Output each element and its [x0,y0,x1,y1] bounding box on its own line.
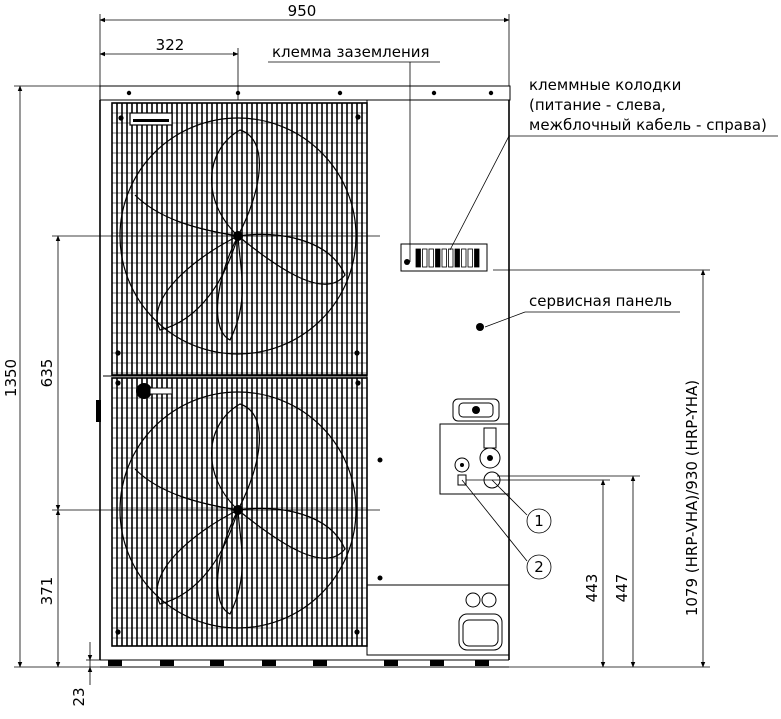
dim-447: 447 [613,574,631,603]
upper-fan-grille [111,102,368,376]
dimension-lines [14,14,710,685]
lower-fan-grille [111,377,368,647]
label-terminal-blocks-1: клеммные колодки [529,76,681,94]
service-panel-screw [476,323,484,331]
dim-1350: 1350 [2,359,20,397]
dim-950: 950 [288,2,317,20]
dim-322: 322 [156,36,185,54]
dim-panel-height: 1079 (HRP-VHA)/930 (HRP-YHA) [683,380,701,616]
dim-635: 635 [38,359,56,388]
label-terminal-blocks-3: межблочный кабель - справа) [529,116,767,134]
dim-371: 371 [38,577,56,606]
feet [100,659,509,668]
label-service-panel: сервисная панель [529,292,672,310]
label-ground-terminal: клемма заземления [272,43,430,61]
label-terminal-blocks-2: (питание - слева, [529,96,666,114]
dim-443: 443 [583,574,601,603]
dim-23: 23 [70,687,88,706]
callout-2: 2 [526,554,552,580]
service-side [366,243,510,656]
callout-1: 1 [526,508,552,534]
top-plate [99,85,511,101]
leader-lines [268,61,778,562]
svg-text:2: 2 [534,558,544,576]
svg-text:1: 1 [534,512,544,530]
